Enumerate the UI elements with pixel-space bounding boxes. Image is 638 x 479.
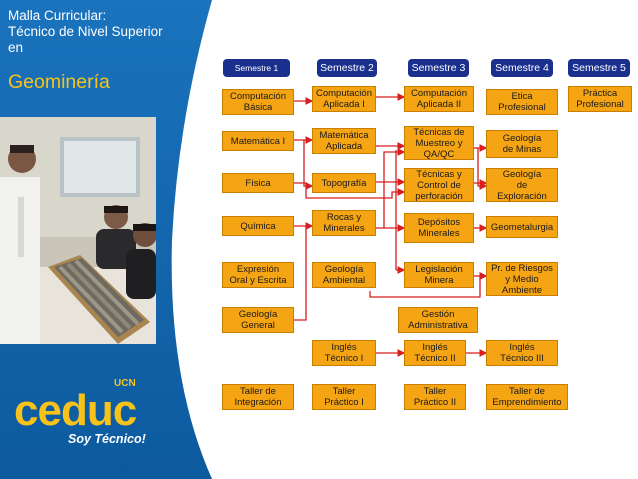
- semester-5-header: Semestre 5: [568, 59, 630, 77]
- title-line-2: Técnico de Nivel Superior: [8, 24, 163, 39]
- ceduc-logo: UCN ceduc: [14, 378, 164, 438]
- semester-3-header: Semestre 3: [408, 59, 469, 77]
- slogan: Soy Técnico!: [68, 432, 146, 446]
- course-topografia: Topografía: [312, 173, 376, 193]
- semester-1-header: Semestre 1: [223, 59, 290, 77]
- course-matematica-i: Matemática I: [222, 131, 294, 151]
- program-name: Geominería: [8, 71, 110, 93]
- semester-2-header: Semestre 2: [317, 59, 377, 77]
- title-line-1: Malla Curricular:: [8, 8, 107, 23]
- title-line-3: en: [8, 40, 24, 55]
- classroom-photo: [0, 117, 156, 344]
- course-fisica: Física: [222, 173, 294, 193]
- semester-4-header: Semestre 4: [491, 59, 553, 77]
- logo-superscript: UCN: [114, 378, 136, 389]
- logo-text: ceduc: [14, 386, 137, 435]
- left-panel: Malla Curricular: Técnico de Nivel Super…: [0, 0, 212, 479]
- course-quimica: Química: [222, 216, 294, 236]
- course-geometalurgia: Geometalurgia: [486, 216, 558, 238]
